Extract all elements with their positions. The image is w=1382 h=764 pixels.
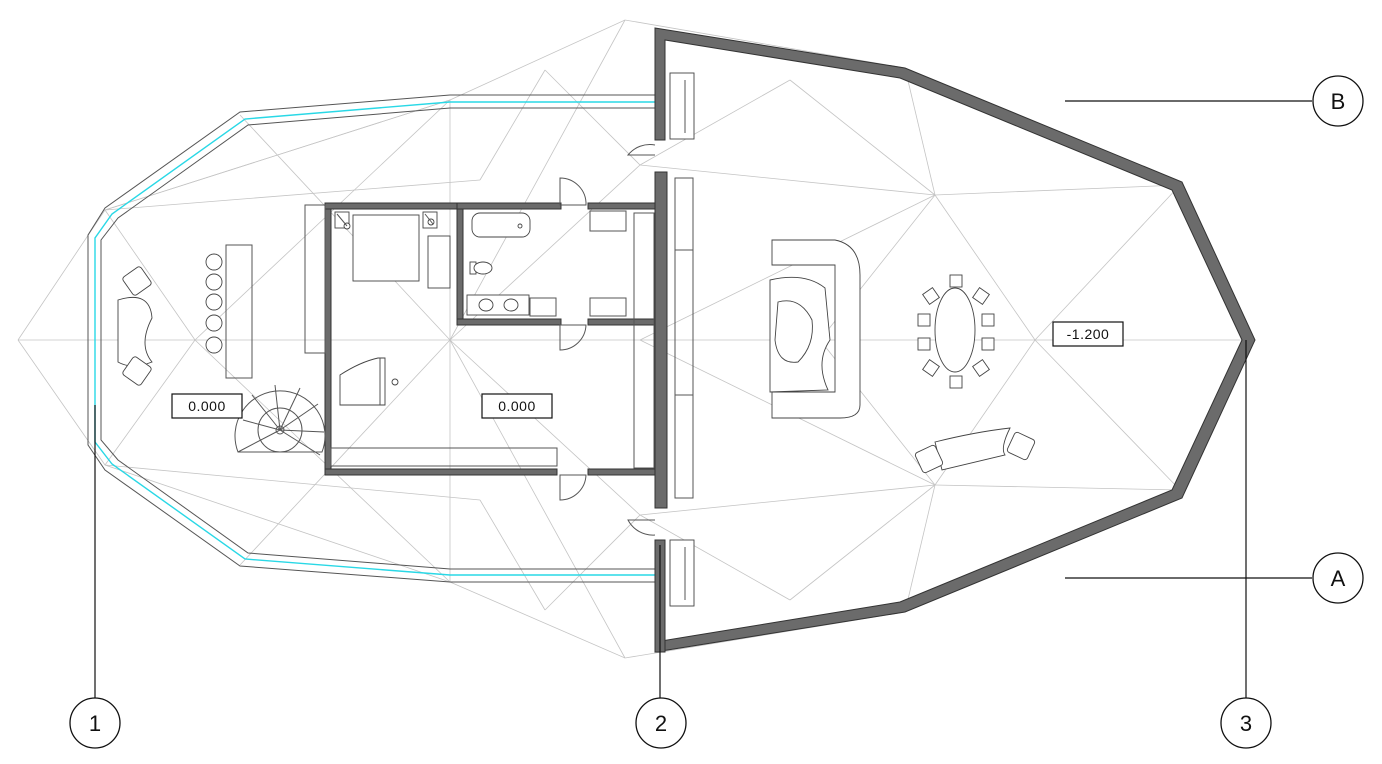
grid-bubble-2: 2 [635, 697, 687, 749]
grid-bubble-a: A [1312, 552, 1364, 604]
grid-bubble-2-label: 2 [655, 711, 667, 736]
level-mark-west-text: 0.000 [188, 398, 226, 414]
level-mark-west: 0.000 [171, 393, 243, 419]
grid-axes [94, 100, 1312, 698]
level-mark-center: 0.000 [481, 393, 553, 419]
grid-bubble-3: 3 [1220, 697, 1272, 749]
level-mark-east-text: -1.200 [1067, 326, 1110, 342]
grid-bubble-b: B [1312, 75, 1364, 127]
level-mark-east: -1.200 [1052, 321, 1124, 347]
level-mark-center-text: 0.000 [498, 398, 536, 414]
grid-bubble-b-label: B [1331, 89, 1346, 114]
shell-triangulation [17, 19, 1251, 659]
grid-bubble-1: 1 [69, 697, 121, 749]
west-lounge-furniture [117, 244, 253, 386]
west-glazed-envelope [87, 94, 655, 583]
grid-bubble-1-label: 1 [89, 711, 101, 736]
grid-bubble-3-label: 3 [1240, 711, 1252, 736]
spiral-stair [234, 384, 326, 456]
central-core [304, 177, 656, 501]
east-living-furniture [769, 239, 1036, 474]
entry-doors [626, 72, 695, 607]
grid-bubble-a-label: A [1331, 566, 1346, 591]
sliding-partition [674, 177, 694, 499]
